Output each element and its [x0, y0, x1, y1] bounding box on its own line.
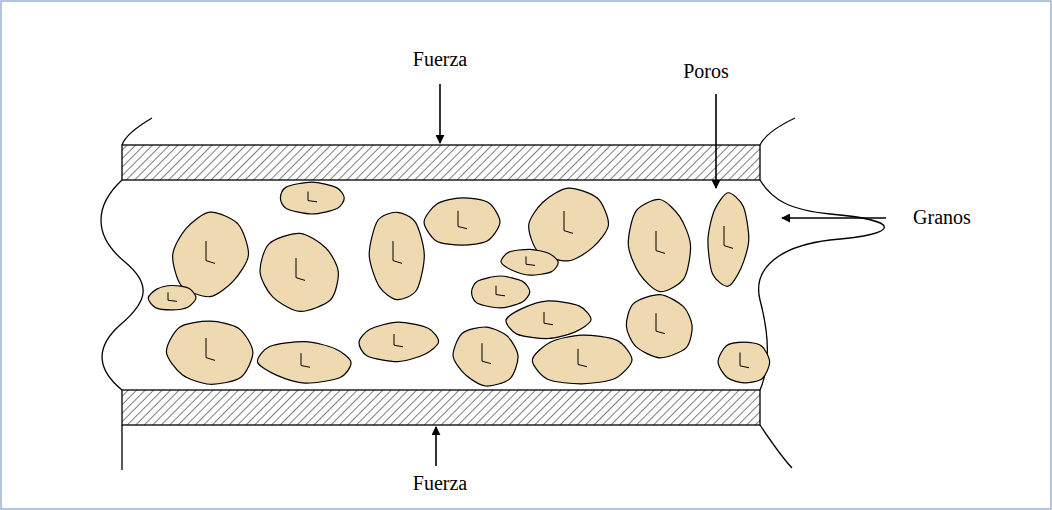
- grain-crack: [482, 343, 491, 363]
- part-label: Granos: [911, 206, 973, 228]
- grain: [718, 342, 770, 383]
- grain: [472, 276, 530, 308]
- grain: [148, 286, 196, 310]
- grain-crack: [526, 256, 535, 265]
- grain-crack: [724, 226, 733, 248]
- grain-crack: [301, 353, 310, 367]
- grain: [166, 321, 252, 384]
- grain-crack: [740, 352, 749, 367]
- sample-boundary: [101, 118, 884, 470]
- grain-crack: [544, 312, 553, 325]
- grain: [260, 233, 338, 311]
- grain-crack: [656, 231, 665, 253]
- grain: [708, 193, 749, 287]
- grain: [257, 342, 351, 384]
- grain-crack: [206, 241, 215, 263]
- grain: [529, 188, 609, 261]
- grain-crack: [206, 338, 215, 360]
- grain: [626, 295, 692, 358]
- force-arrow: [439, 84, 441, 143]
- grain-crack: [296, 258, 305, 280]
- grain-crack: [393, 241, 402, 263]
- grain: [424, 198, 500, 245]
- grain: [453, 327, 518, 386]
- grains: [148, 182, 769, 386]
- leader-line: [782, 217, 886, 219]
- force-arrow: [435, 427, 437, 466]
- grain: [628, 199, 690, 291]
- grain-crack: [308, 192, 317, 202]
- grain-crack: [394, 334, 403, 347]
- grain: [369, 212, 424, 299]
- grain-crack: [656, 313, 665, 333]
- bottom-plate: [122, 390, 760, 425]
- grain: [532, 335, 632, 384]
- top-plate: [122, 145, 760, 180]
- grain-crack: [496, 286, 505, 296]
- grain: [359, 322, 439, 361]
- force-label: Fuerza: [411, 48, 469, 70]
- grain-crack: [168, 292, 177, 301]
- grain-crack: [564, 211, 573, 233]
- grain: [280, 182, 344, 214]
- grain-crack: [578, 349, 587, 367]
- part-label: Poros: [681, 60, 731, 82]
- grain: [506, 301, 591, 339]
- grain: [501, 249, 558, 275]
- grain: [173, 212, 249, 297]
- leader-line: [715, 94, 717, 188]
- force-label: Fuerza: [411, 472, 469, 494]
- grain-crack: [458, 211, 467, 229]
